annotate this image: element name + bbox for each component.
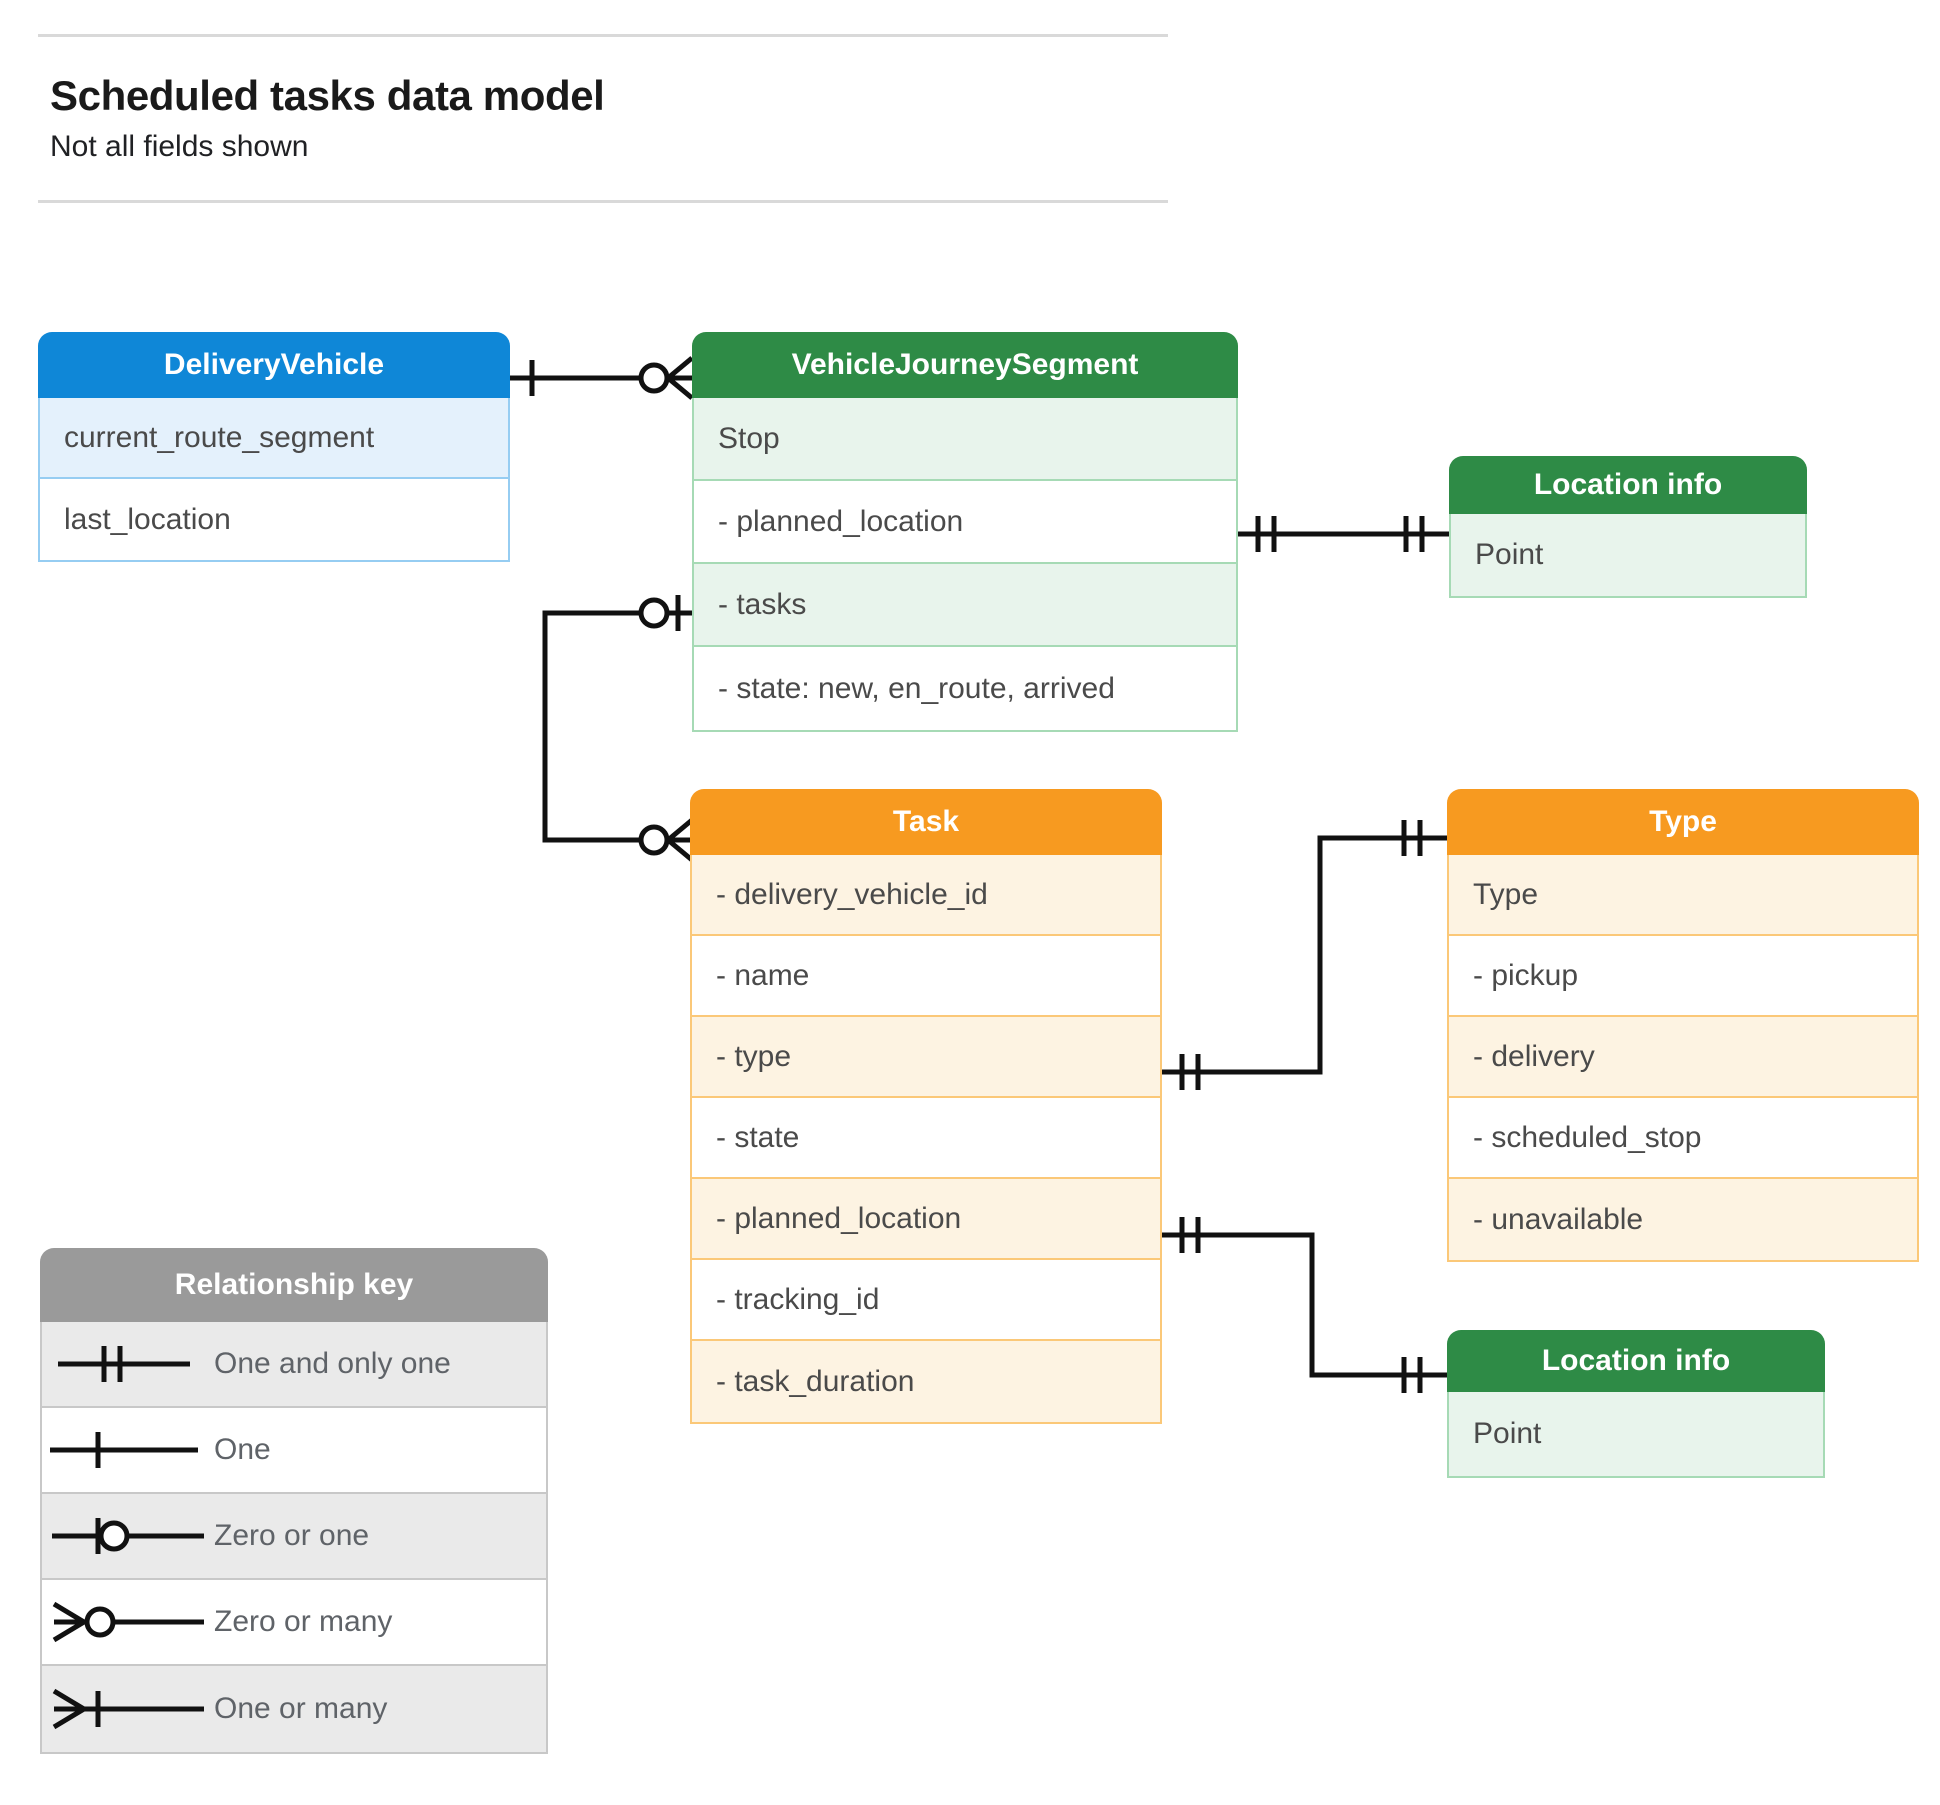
entity-row: - tracking_id: [692, 1260, 1160, 1341]
one-or-many-symbol: [42, 1666, 214, 1752]
wire-planned-location-to-location: [1162, 1232, 1447, 1378]
entity-title-task: Task: [690, 789, 1162, 855]
entity-body-location-info-top: Point: [1449, 514, 1807, 598]
entity-row: - tasks: [694, 564, 1236, 647]
entity-vehicle-journey-segment[interactable]: VehicleJourneySegment Stop - planned_loc…: [692, 332, 1238, 732]
legend-item-label: One or many: [214, 1692, 388, 1725]
entity-body-delivery-vehicle: current_route_segment last_location: [38, 398, 510, 562]
header-divider-top: [38, 34, 1168, 37]
page-title: Scheduled tasks data model: [50, 72, 605, 119]
entity-title-delivery-vehicle: DeliveryVehicle: [38, 332, 510, 398]
legend-item: One: [42, 1408, 546, 1494]
legend-body: One and only one One: [40, 1322, 548, 1754]
legend-item: Zero or one: [42, 1494, 546, 1580]
entity-row: - state: new, en_route, arrived: [694, 647, 1236, 730]
entity-row: - state: [692, 1098, 1160, 1179]
entity-delivery-vehicle[interactable]: DeliveryVehicle current_route_segment la…: [38, 332, 510, 562]
entity-row: - scheduled_stop: [1449, 1098, 1917, 1179]
entity-row: Type: [1449, 855, 1917, 936]
crowsfoot-task-lower: [666, 838, 694, 862]
entity-row: - pickup: [1449, 936, 1917, 1017]
wire-tasks-to-task: [542, 610, 692, 843]
entity-type[interactable]: Type Type - pickup - delivery - schedule…: [1447, 789, 1919, 1262]
entity-location-info-top[interactable]: Location info Point: [1449, 456, 1807, 598]
entity-row: - unavailable: [1449, 1179, 1917, 1260]
entity-title-location-info-top: Location info: [1449, 456, 1807, 514]
entity-body-task: - delivery_vehicle_id - name - type - st…: [690, 855, 1162, 1424]
cardinality-zero-circle-tasks: [638, 597, 670, 629]
page-subtitle: Not all fields shown: [50, 130, 309, 163]
entity-location-info-bottom[interactable]: Location info Point: [1447, 1330, 1825, 1478]
entity-row: - name: [692, 936, 1160, 1017]
legend-item-label: One: [214, 1433, 271, 1466]
zero-or-one-symbol: [42, 1493, 214, 1579]
entity-body-type: Type - pickup - delivery - scheduled_sto…: [1447, 855, 1919, 1262]
entity-body-vehicle-journey-segment: Stop - planned_location - tasks - state:…: [692, 398, 1238, 732]
entity-title-vehicle-journey-segment: VehicleJourneySegment: [692, 332, 1238, 398]
entity-row: - planned_location: [692, 1179, 1160, 1260]
entity-title-location-info-bottom: Location info: [1447, 1330, 1825, 1392]
entity-row: - type: [692, 1017, 1160, 1098]
legend-item-label: Zero or many: [214, 1605, 393, 1638]
entity-row: - delivery: [1449, 1017, 1917, 1098]
wire-type-to-type: [1162, 835, 1447, 1075]
cardinality-zero-circle: [638, 362, 670, 394]
entity-row: last_location: [40, 479, 508, 560]
entity-row: Stop: [694, 398, 1236, 481]
legend-item: One or many: [42, 1666, 546, 1752]
entity-row: - planned_location: [694, 481, 1236, 564]
legend-title: Relationship key: [40, 1248, 548, 1322]
entity-row: - task_duration: [692, 1341, 1160, 1422]
entity-body-location-info-bottom: Point: [1447, 1392, 1825, 1478]
entity-title-type: Type: [1447, 789, 1919, 855]
entity-row: Point: [1449, 1392, 1823, 1476]
header-divider-bottom: [38, 200, 1168, 203]
zero-or-many-symbol: [42, 1579, 214, 1665]
crowsfoot-upper: [666, 356, 694, 380]
entity-row: Point: [1451, 514, 1805, 596]
legend-item-label: One and only one: [214, 1347, 451, 1380]
legend-item-label: Zero or one: [214, 1519, 370, 1552]
legend-item: One and only one: [42, 1322, 546, 1408]
one-symbol: [42, 1407, 214, 1493]
legend-item: Zero or many: [42, 1580, 546, 1666]
crowsfoot-task-upper: [666, 818, 694, 842]
one-and-only-one-symbol: [42, 1321, 214, 1407]
cardinality-zero-circle-task: [638, 824, 670, 856]
crowsfoot-lower: [666, 376, 694, 400]
entity-task[interactable]: Task - delivery_vehicle_id - name - type…: [690, 789, 1162, 1424]
legend-relationship-key[interactable]: Relationship key One and only one: [40, 1248, 548, 1754]
entity-row: current_route_segment: [40, 398, 508, 479]
entity-row: - delivery_vehicle_id: [692, 855, 1160, 936]
